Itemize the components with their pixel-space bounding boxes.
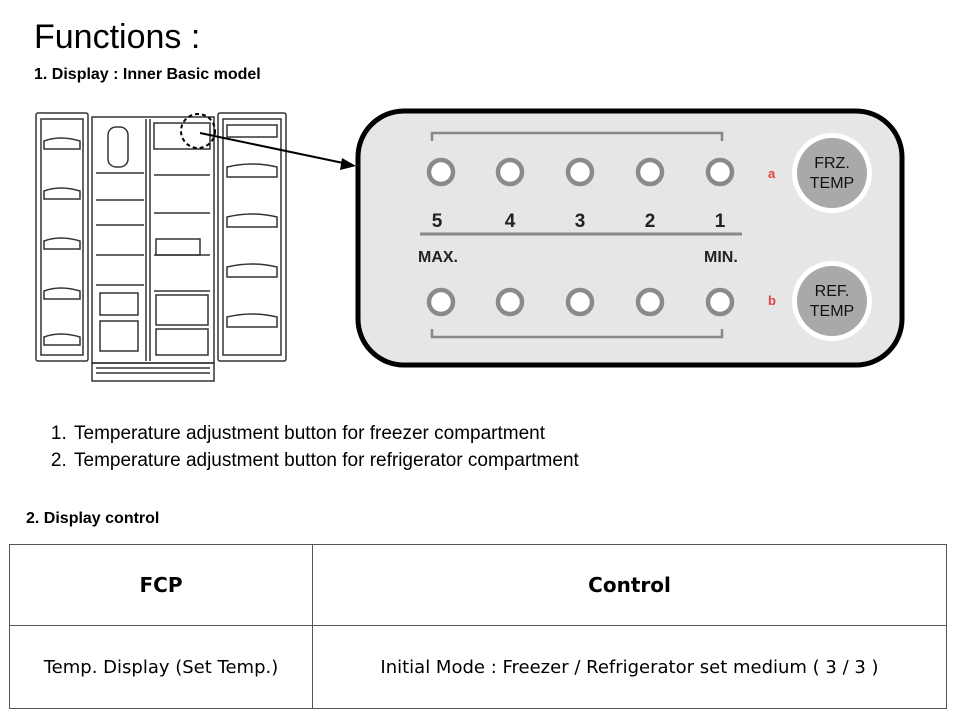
ref-temp-button[interactable]: REF. TEMP	[792, 261, 872, 341]
fridge-led-4	[495, 287, 525, 317]
fridge-led-3	[565, 287, 595, 317]
level-number-5: 5	[432, 211, 443, 232]
table-cell-fcp: Temp. Display (Set Temp.)	[9, 625, 313, 709]
list-item: Temperature adjustment button for freeze…	[72, 420, 579, 447]
highlight-circle	[180, 113, 216, 149]
level-number-1: 1	[715, 211, 726, 232]
frz-temp-button[interactable]: FRZ. TEMP	[792, 133, 872, 213]
max-label: MAX.	[418, 249, 458, 266]
button-description-list: Temperature adjustment button for freeze…	[36, 420, 579, 474]
fridge-led-2	[635, 287, 665, 317]
column-header-fcp: FCP	[9, 544, 313, 626]
row-b-tag: b	[768, 293, 776, 308]
min-label: MIN.	[704, 249, 738, 266]
fridge-led-1	[705, 287, 735, 317]
column-header-control: Control	[312, 544, 947, 626]
control-panel: 5 4 3 2 1 MAX. MIN. a b FRZ. TEMP REF. T…	[355, 108, 905, 368]
level-number-3: 3	[575, 211, 586, 232]
freezer-led-3	[565, 157, 595, 187]
table-cell-control: Initial Mode : Freezer / Refrigerator se…	[312, 625, 947, 709]
table-header-row: FCP Control	[9, 544, 947, 626]
page-title: Functions :	[34, 18, 201, 56]
fridge-led-5	[426, 287, 456, 317]
refrigerator-illustration	[35, 112, 287, 382]
ref-button-line1: REF.	[815, 283, 850, 300]
freezer-led-4	[495, 157, 525, 187]
section-heading-display-control: 2. Display control	[26, 510, 160, 527]
frz-button-line1: FRZ.	[814, 155, 850, 172]
list-item: Temperature adjustment button for refrig…	[72, 447, 579, 474]
level-number-4: 4	[505, 211, 516, 232]
table-row: Temp. Display (Set Temp.) Initial Mode :…	[9, 625, 947, 709]
level-number-2: 2	[645, 211, 656, 232]
freezer-led-1	[705, 157, 735, 187]
freezer-led-5	[426, 157, 456, 187]
ref-button-line2: TEMP	[810, 303, 854, 320]
section-heading-display: 1. Display : Inner Basic model	[34, 66, 261, 83]
display-control-table: FCP Control Temp. Display (Set Temp.) In…	[9, 544, 947, 709]
freezer-led-2	[635, 157, 665, 187]
frz-button-line2: TEMP	[810, 175, 854, 192]
row-a-tag: a	[768, 166, 776, 181]
